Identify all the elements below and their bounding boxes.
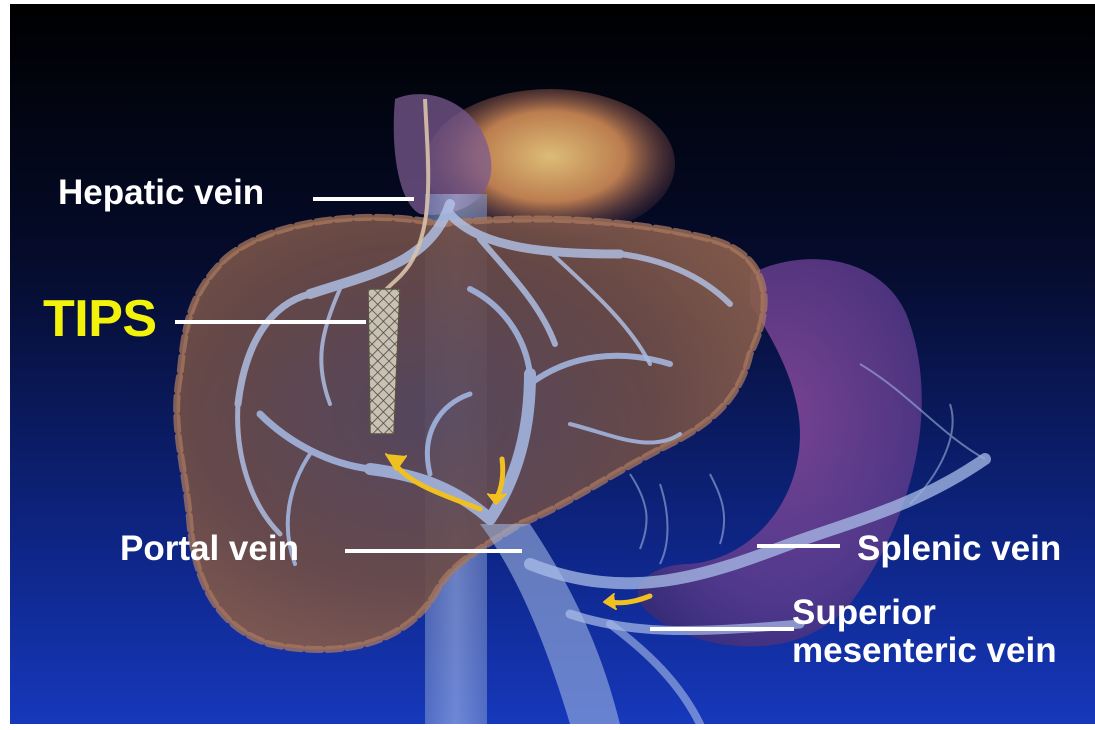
label-superior-mesenteric-line2: mesenteric vein bbox=[792, 632, 1057, 670]
label-portal-vein: Portal vein bbox=[120, 530, 299, 568]
label-superior-mesenteric-vein: Superior mesenteric vein bbox=[792, 594, 1057, 670]
label-splenic-vein: Splenic vein bbox=[857, 530, 1061, 568]
label-tips: TIPS bbox=[43, 291, 157, 347]
label-superior-mesenteric-line1: Superior bbox=[792, 594, 1057, 632]
diagram-canvas: Hepatic vein TIPS Portal vein Splenic ve… bbox=[10, 4, 1095, 724]
label-hepatic-vein: Hepatic vein bbox=[58, 174, 264, 212]
stent-icon bbox=[368, 289, 400, 434]
